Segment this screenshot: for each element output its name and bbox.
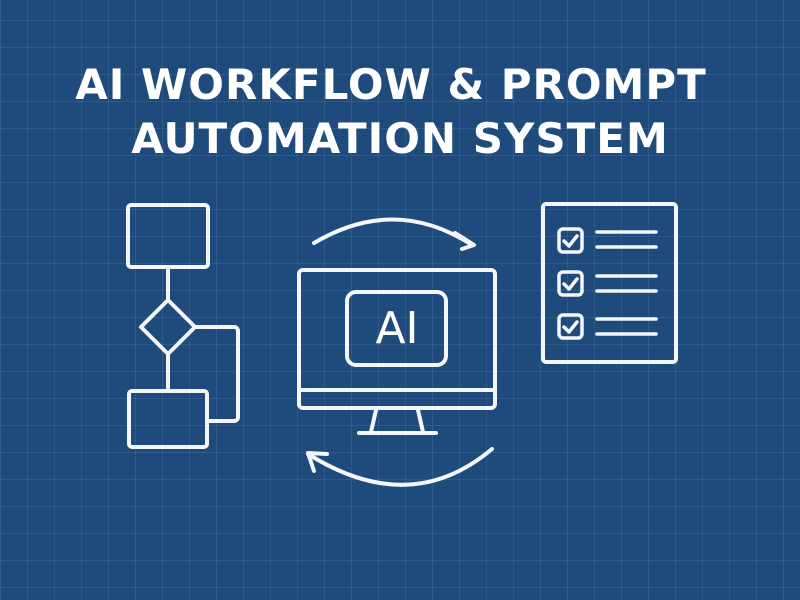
checklist-item [557, 227, 658, 254]
ai-screen-label: AI [375, 303, 419, 354]
checklist-item [557, 313, 658, 340]
refresh-cycle-icon [306, 217, 494, 487]
flowchart-icon [126, 203, 240, 449]
title-line-2: AUTOMATION SYSTEM [131, 114, 669, 163]
title-line-1: AI WORKFLOW & PROMPT [75, 60, 707, 109]
checklist-item [557, 270, 658, 297]
checklist-icon [541, 202, 678, 364]
page-title: AI WORKFLOW & PROMPT AUTOMATION SYSTEM [0, 58, 800, 166]
monitor-icon [297, 268, 497, 435]
